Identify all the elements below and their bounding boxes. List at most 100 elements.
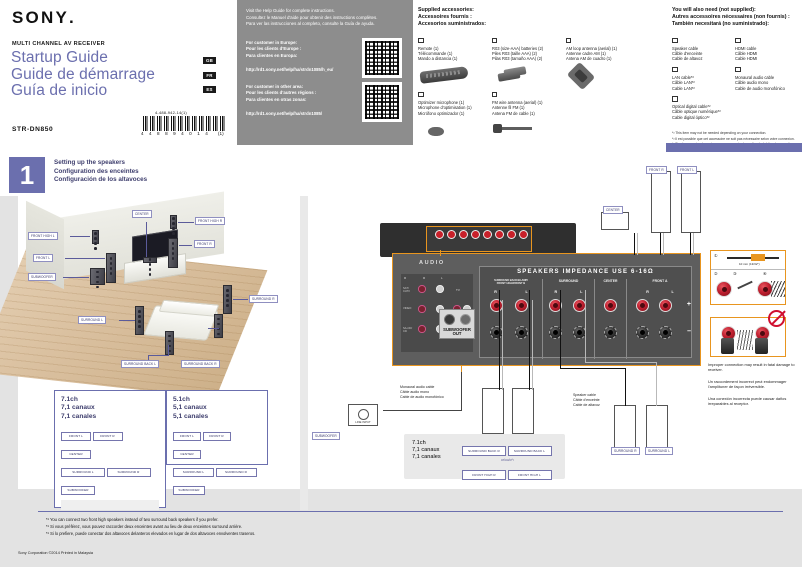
speaker-terminal-negative[interactable] xyxy=(515,326,528,339)
checkbox-icon[interactable] xyxy=(565,37,572,44)
checkbox-icon[interactable] xyxy=(672,96,678,102)
tag-surround-l: SURROUND L xyxy=(173,467,214,477)
speaker-terminal-negative[interactable] xyxy=(636,326,649,339)
europe-url[interactable]: http://rd1.sony.net/help/ha/strdn1085/h_… xyxy=(246,67,334,72)
accessory-label-fr: Microphone d'optimisation (1) xyxy=(418,105,472,111)
battery-icon xyxy=(492,65,566,87)
receiver-terminal-zone-highlight xyxy=(426,226,532,252)
tag-surround-back-r: SURROUND BACK R xyxy=(462,446,506,456)
checkbox-icon[interactable] xyxy=(491,91,498,98)
speaker-wire xyxy=(625,368,627,406)
language-badge-es: ES xyxy=(203,86,216,93)
rca-jack-red[interactable] xyxy=(418,325,426,333)
speaker-terminal-positive[interactable] xyxy=(515,299,528,312)
strip-step-2-label: ② xyxy=(714,271,718,276)
needed-label-en: Monaural audio cable xyxy=(735,74,775,80)
speaker-terminal-negative[interactable] xyxy=(604,326,617,339)
receiver-top-view xyxy=(380,223,576,257)
speaker-surround-l xyxy=(135,306,144,335)
needed-label-en: Optical digital cable*² xyxy=(672,104,711,110)
rca-jack-red[interactable] xyxy=(418,285,426,293)
needed-label-es: Cable HDMI xyxy=(735,56,758,62)
leader-line xyxy=(178,222,194,223)
tag-subwoofer: SUBWOOFER xyxy=(173,485,205,495)
rca-jack-white[interactable] xyxy=(436,285,444,293)
speaker-wire xyxy=(499,290,501,390)
needed-optical-cable: Optical digital cable*² Câble optique nu… xyxy=(672,96,735,120)
accessory-label-es: Micrófono optimizador (1) xyxy=(418,110,465,116)
speaker-front-l xyxy=(106,253,116,283)
checkbox-icon[interactable] xyxy=(418,37,424,44)
purple-divider xyxy=(666,143,802,152)
sony-logo: SONY. xyxy=(12,8,74,27)
prohibition-icon xyxy=(768,310,785,327)
europe-label-es: Para clientes en Europa: xyxy=(246,52,298,58)
microphone-icon xyxy=(418,119,492,141)
checkbox-icon[interactable] xyxy=(672,37,678,44)
needed-hdmi-cable: HDMI cable Câble HDMI Cable HDMI xyxy=(735,37,798,62)
tag-subwoofer: SUBWOOFER xyxy=(61,485,95,495)
accessory-optimizer-microphone: Optimizer microphone (1) Microphone d'op… xyxy=(418,91,492,141)
footnote-en: *¹ You can connect two front high speake… xyxy=(46,517,219,522)
checkbox-icon[interactable] xyxy=(418,91,424,98)
step-title-en: Setting up the speakers xyxy=(54,159,126,166)
speaker-terminal-negative[interactable] xyxy=(549,326,562,339)
other-url[interactable]: http://rd1.sony.net/help/ha/strdn1085/ xyxy=(246,111,323,117)
accessory-label-fr: Télécommande (1) xyxy=(418,51,453,57)
tag-surround-r: SURROUND R xyxy=(106,467,151,477)
label-center: CENTER xyxy=(132,210,152,219)
checkbox-icon[interactable] xyxy=(735,66,741,73)
needed-label-fr: Câble HDMI xyxy=(735,51,758,57)
help-group-europe: For customer in Europe: Pour les clients… xyxy=(246,37,404,78)
speaker-front-r xyxy=(168,238,178,268)
subwoofer-out-jack-2[interactable] xyxy=(460,314,471,325)
terminal-body xyxy=(721,338,734,354)
subwoofer-out-jack[interactable] xyxy=(444,314,455,325)
speaker-terminal-positive[interactable] xyxy=(549,299,562,312)
speaker-terminal-positive[interactable] xyxy=(636,299,649,312)
needed-label-fr: Câble optique numérique*² xyxy=(672,109,721,115)
speaker-wire-negative xyxy=(585,290,587,362)
speaker-terminal-negative[interactable] xyxy=(659,326,672,339)
wire-strands-illustration xyxy=(771,281,785,297)
title-spanish: Guía de inicio xyxy=(11,82,108,99)
needed-label-fr: Câble d'enceinte xyxy=(672,51,703,57)
needed-label-fr: Câble audio mono xyxy=(735,80,769,86)
footnote-fr: *¹ Si vous préférez, vous pouvez raccord… xyxy=(46,524,243,529)
speaker-wire xyxy=(660,233,662,255)
help-group-other: For customer in other area: Pour les cli… xyxy=(246,82,404,122)
terminal-body xyxy=(755,338,768,354)
line-input-jack-icon xyxy=(358,409,369,420)
accessory-label-es: Pilas R03 (tamaño AAA) (2) xyxy=(491,56,543,62)
speaker-terminal-positive[interactable] xyxy=(659,299,672,312)
checkbox-icon[interactable] xyxy=(491,37,498,44)
diagram-speaker-surround-l xyxy=(646,405,668,451)
leader-line xyxy=(65,258,105,259)
needed-label-es: Cable LAN*² xyxy=(672,85,695,91)
document-number: 4-488-942-14(1) xyxy=(155,110,187,115)
accessory-label-en: AM loop antenna (aerial) (1) xyxy=(565,45,617,51)
speaker-terminal-positive[interactable] xyxy=(604,299,617,312)
accessory-remote: Remote (1) Télécommande (1) Mando a dist… xyxy=(418,37,492,87)
audio-section-title: AUDIO xyxy=(419,260,445,266)
strip-step-4-label: ④ xyxy=(763,271,767,276)
qr-code-europe xyxy=(362,37,402,78)
document-title: Startup Guide Guide de démarrage Guía de… xyxy=(11,49,155,100)
diagram-subwoofer: LINE INPUT xyxy=(348,404,378,426)
bottom-grey-band xyxy=(0,510,802,567)
tag-front-high-r: FRONT HIGH R xyxy=(462,470,506,480)
terminal-illustration xyxy=(716,281,732,297)
needed-footnote-fr: *² Il est possible que cet accessoire ne… xyxy=(672,136,795,141)
strip-measure: 10 mm (13/32") xyxy=(739,262,760,266)
needed-label-en: LAN cable*² xyxy=(672,74,694,80)
checkbox-icon[interactable] xyxy=(735,37,741,44)
ch71-title-en: 7.1ch xyxy=(61,396,78,403)
checkbox-icon[interactable] xyxy=(672,66,678,73)
accessory-label-es: Antena AM de cuadro (1) xyxy=(565,56,612,62)
step-title-block: Setting up the speakers Configuration de… xyxy=(54,159,147,185)
accessory-label-fr: Piles R03 (taille AAA) (2) xyxy=(491,51,538,57)
rca-jack-red[interactable] xyxy=(418,305,426,313)
speaker-wire xyxy=(690,233,692,255)
subwoofer-out-marker xyxy=(461,366,462,372)
